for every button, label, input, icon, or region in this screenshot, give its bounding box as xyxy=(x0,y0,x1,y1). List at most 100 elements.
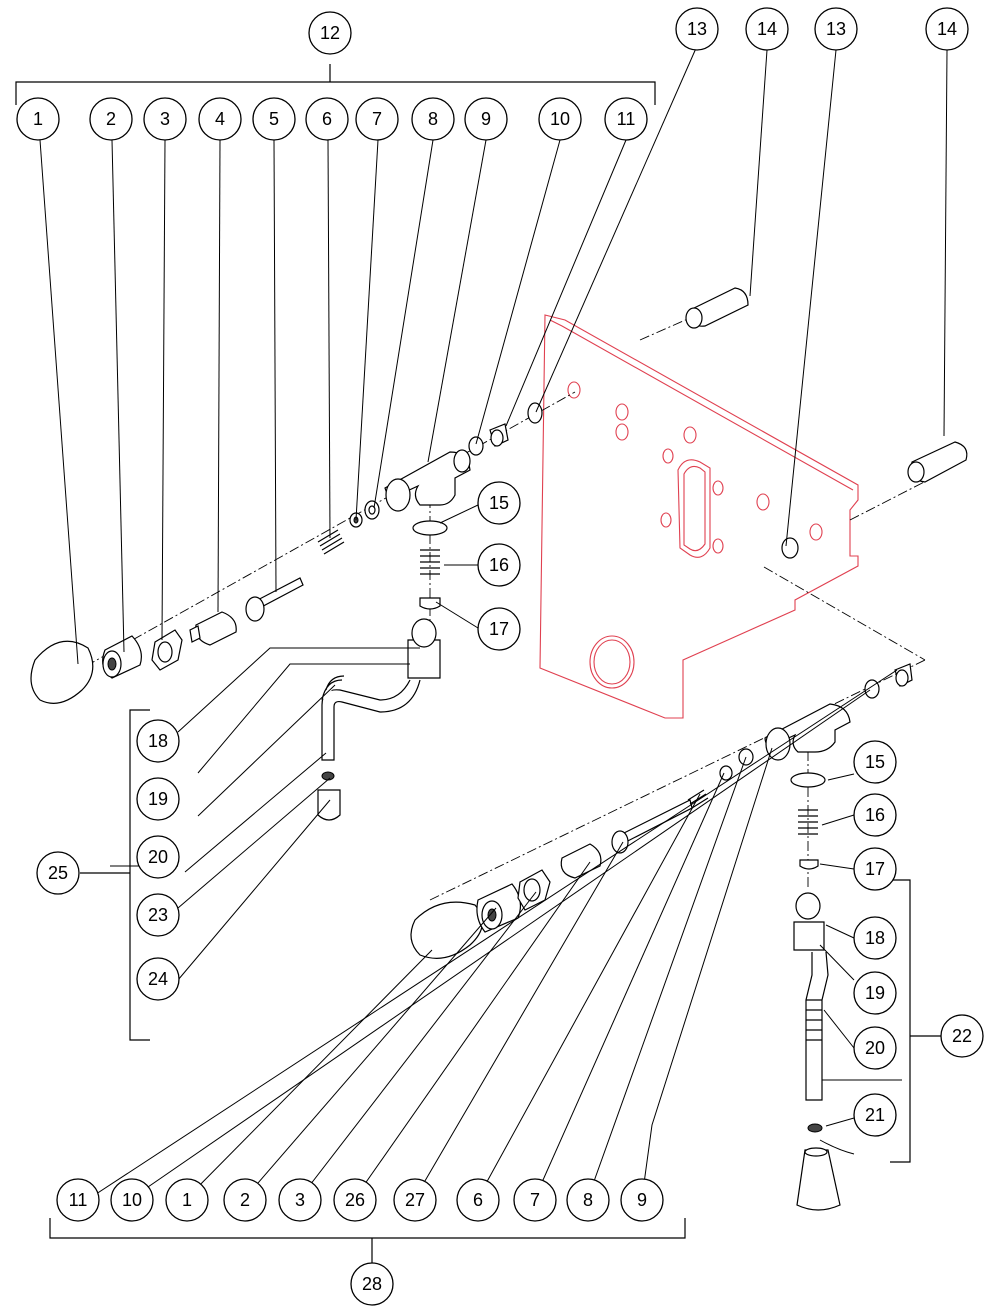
callout-14-upper: 14 xyxy=(745,7,789,51)
knob-lower xyxy=(410,901,483,959)
oring-lower xyxy=(790,772,826,788)
callout-17-upper: 17 xyxy=(477,607,521,651)
svg-text:14: 14 xyxy=(937,19,957,39)
callout-10-lower: 10 xyxy=(110,1178,154,1222)
bracket-25 xyxy=(129,709,150,1041)
svg-text:18: 18 xyxy=(148,731,168,751)
callout-24: 24 xyxy=(136,957,180,1001)
callout-5: 5 xyxy=(252,97,296,141)
svg-text:8: 8 xyxy=(583,1190,593,1210)
svg-text:25: 25 xyxy=(48,863,68,883)
svg-text:23: 23 xyxy=(148,905,168,925)
svg-text:3: 3 xyxy=(295,1190,305,1210)
tube-20-lower xyxy=(805,951,829,1101)
svg-text:7: 7 xyxy=(372,109,382,129)
svg-text:3: 3 xyxy=(160,109,170,129)
callout-12: 12 xyxy=(308,11,352,55)
svg-text:10: 10 xyxy=(550,109,570,129)
callout-9: 9 xyxy=(464,97,508,141)
svg-text:6: 6 xyxy=(473,1190,483,1210)
svg-text:22: 22 xyxy=(952,1026,972,1046)
brackets xyxy=(15,64,942,1268)
svg-text:19: 19 xyxy=(148,789,168,809)
callout-10: 10 xyxy=(538,97,582,141)
svg-text:28: 28 xyxy=(362,1274,382,1294)
ball-18-lower xyxy=(795,892,821,920)
callouts: 12 1 2 3 4 5 6 7 8 9 10 11 13 14 13 14 1… xyxy=(16,7,984,1306)
callout-6: 6 xyxy=(305,97,349,141)
callout-11-lower: 11 xyxy=(56,1178,100,1222)
poppet-lower xyxy=(799,859,819,870)
oring-13-upper xyxy=(527,402,543,424)
callout-15-upper: 15 xyxy=(477,481,521,525)
callout-2-lower: 2 xyxy=(223,1178,267,1222)
callout-20-upper: 20 xyxy=(136,835,180,879)
callout-1: 1 xyxy=(16,97,60,141)
svg-text:2: 2 xyxy=(106,109,116,129)
bonnet-lower xyxy=(560,843,602,879)
svg-text:6: 6 xyxy=(322,109,332,129)
spring-lower xyxy=(687,789,709,809)
center-lines xyxy=(69,304,933,901)
svg-text:7: 7 xyxy=(530,1190,540,1210)
bracket-12 xyxy=(15,81,656,105)
callout-17-lower: 17 xyxy=(853,847,897,891)
svg-text:15: 15 xyxy=(489,493,509,513)
callout-21: 21 xyxy=(853,1093,897,1137)
mounting-plate xyxy=(539,314,859,719)
svg-text:1: 1 xyxy=(182,1190,192,1210)
svg-text:15: 15 xyxy=(865,752,885,772)
callout-1-lower: 1 xyxy=(165,1178,209,1222)
callout-14-right: 14 xyxy=(925,7,969,51)
svg-text:19: 19 xyxy=(865,983,885,1003)
svg-text:1: 1 xyxy=(33,109,43,129)
svg-text:11: 11 xyxy=(69,1190,88,1210)
callout-7-lower: 7 xyxy=(513,1178,557,1222)
svg-text:20: 20 xyxy=(148,847,168,867)
svg-text:18: 18 xyxy=(865,928,885,948)
svg-text:26: 26 xyxy=(345,1190,365,1210)
svg-text:24: 24 xyxy=(148,969,168,989)
seal-23-upper xyxy=(321,771,335,781)
oring-upper xyxy=(412,520,448,536)
leader-lines xyxy=(39,45,948,1199)
nut-24-upper xyxy=(317,789,341,821)
callout-16-lower: 16 xyxy=(853,793,897,837)
callout-3: 3 xyxy=(143,97,187,141)
svg-text:13: 13 xyxy=(826,19,846,39)
bracket-22 xyxy=(890,879,911,1163)
svg-text:17: 17 xyxy=(489,619,509,639)
svg-text:16: 16 xyxy=(865,805,885,825)
callout-15-lower: 15 xyxy=(853,740,897,784)
svg-text:10: 10 xyxy=(122,1190,142,1210)
svg-text:14: 14 xyxy=(757,19,777,39)
callout-16-upper: 16 xyxy=(477,543,521,587)
callout-8: 8 xyxy=(411,97,455,141)
callout-2: 2 xyxy=(89,97,133,141)
svg-text:20: 20 xyxy=(865,1038,885,1058)
callout-26: 26 xyxy=(333,1178,377,1222)
svg-text:16: 16 xyxy=(489,555,509,575)
check-fittings xyxy=(685,287,968,559)
nut-19-lower xyxy=(793,921,825,951)
callout-18-lower: 18 xyxy=(853,916,897,960)
nozzle-lower xyxy=(796,1149,841,1211)
svg-text:21: 21 xyxy=(865,1105,885,1125)
callout-20-lower: 20 xyxy=(853,1026,897,1070)
bonnet-upper xyxy=(195,611,237,646)
svg-text:8: 8 xyxy=(428,109,438,129)
callout-13-upper: 13 xyxy=(675,7,719,51)
svg-text:13: 13 xyxy=(687,19,707,39)
spring-16-lower xyxy=(798,809,818,835)
oring-13-lower xyxy=(781,537,799,559)
svg-text:4: 4 xyxy=(215,109,225,129)
callout-23: 23 xyxy=(136,893,180,937)
callout-9-lower: 9 xyxy=(620,1178,664,1222)
svg-text:12: 12 xyxy=(320,23,340,43)
callout-6-lower: 6 xyxy=(456,1178,500,1222)
svg-text:11: 11 xyxy=(617,109,636,129)
spring-16-upper xyxy=(420,549,440,575)
callout-28: 28 xyxy=(350,1262,394,1306)
